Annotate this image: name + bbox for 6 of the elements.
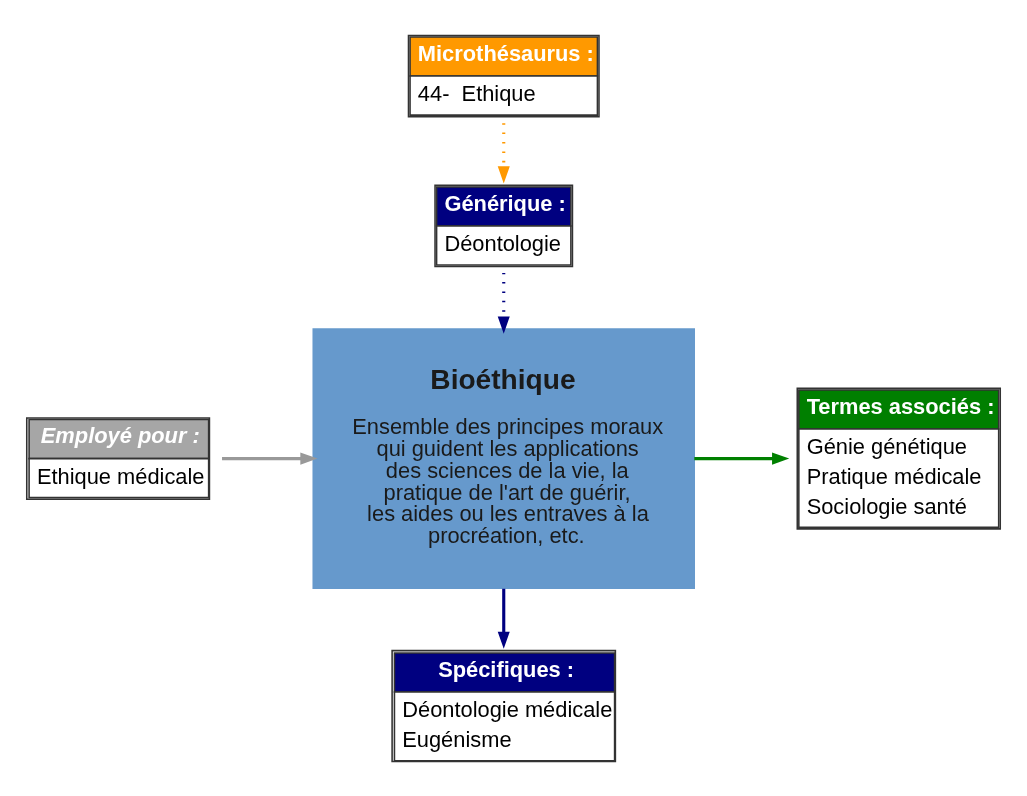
arrow (497, 588, 510, 649)
arrow (497, 272, 510, 334)
arrow (694, 452, 790, 465)
arrow (222, 452, 318, 465)
node-box: Bioéthique Ensemble des principes moraux qui guident les applications des sciences de la vie, la pratique de l'art de guérir, les aides ou les entraves à la procréation, etc. (312, 327, 695, 589)
arrow (497, 122, 510, 184)
